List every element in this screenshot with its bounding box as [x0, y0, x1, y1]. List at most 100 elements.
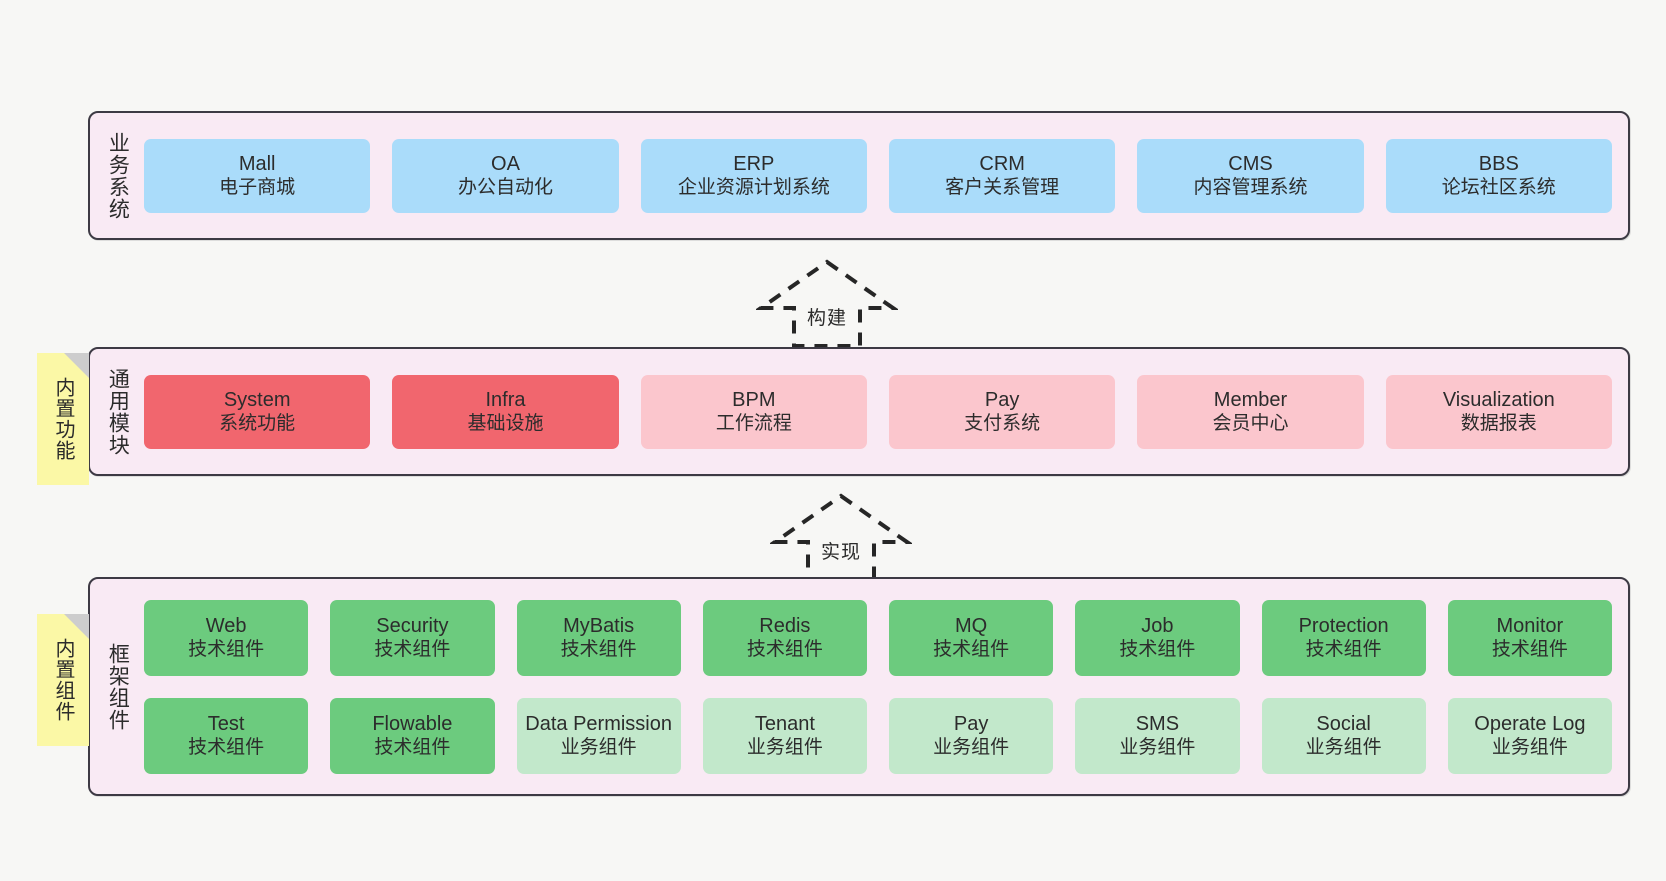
card-title: Mall	[238, 152, 276, 175]
card-title: Test	[207, 712, 245, 735]
card-subtitle: 业务组件	[1119, 737, 1196, 759]
component-card-infra[interactable]: Infra 基础设施	[392, 374, 619, 449]
card-title: OA	[491, 152, 520, 175]
card-title: Pay	[953, 712, 989, 735]
card-subtitle: 技术组件	[1119, 639, 1196, 661]
component-card-web[interactable]: Web 技术组件	[144, 599, 309, 676]
card-subtitle: 数据报表	[1460, 413, 1537, 435]
component-card-data-permission[interactable]: Data Permission 业务组件	[516, 697, 681, 774]
dashed-block-arrow-up-icon	[756, 259, 898, 348]
component-card-job[interactable]: Job 技术组件	[1075, 599, 1240, 676]
component-card-sms[interactable]: SMS 业务组件	[1075, 697, 1240, 774]
card-title: CRM	[979, 152, 1025, 175]
card-subtitle: 技术组件	[374, 737, 451, 759]
card-title: CMS	[1228, 152, 1273, 175]
card-title: SMS	[1135, 712, 1180, 735]
layer-framework-components: 框架组件 Web 技术组件 Security 技术组件 MyBatis 技术组件…	[88, 577, 1630, 796]
card-subtitle: 业务组件	[933, 737, 1010, 759]
layer-body-common-modules: System 系统功能 Infra 基础设施 BPM 工作流程 Pay 支付系统…	[144, 349, 1628, 474]
card-subtitle: 技术组件	[560, 639, 637, 661]
layer-title-business-systems: 业务系统	[106, 131, 130, 220]
component-card-mq[interactable]: MQ 技术组件	[889, 599, 1054, 676]
card-title: MQ	[955, 614, 988, 637]
card-title: Protection	[1298, 614, 1389, 637]
component-card-system[interactable]: System 系统功能	[144, 374, 371, 449]
sticky-note-label: 内置组件	[52, 638, 74, 722]
component-card-mybatis[interactable]: MyBatis 技术组件	[516, 599, 681, 676]
component-card-flowable[interactable]: Flowable 技术组件	[330, 697, 495, 774]
card-subtitle: 会员中心	[1212, 413, 1289, 435]
card-subtitle: 技术组件	[374, 639, 451, 661]
component-card-bpm[interactable]: BPM 工作流程	[640, 374, 867, 449]
component-card-member[interactable]: Member 会员中心	[1137, 374, 1364, 449]
card-title: Member	[1213, 388, 1288, 411]
component-card-crm[interactable]: CRM 客户关系管理	[888, 138, 1116, 213]
connector-label-build: 构建	[806, 308, 847, 329]
component-card-mall[interactable]: Mall 电子商城	[144, 138, 371, 213]
row: System 系统功能 Infra 基础设施 BPM 工作流程 Pay 支付系统…	[144, 374, 1612, 449]
card-title: BBS	[1478, 152, 1519, 175]
card-subtitle: 业务组件	[1491, 737, 1568, 759]
sticky-note-builtin-components: 内置组件	[37, 614, 89, 746]
card-title: ERP	[733, 152, 775, 175]
card-title: Tenant	[754, 712, 815, 735]
card-title: System	[223, 388, 291, 411]
card-subtitle: 论坛社区系统	[1441, 177, 1556, 199]
connector-label-implement: 实现	[820, 542, 861, 563]
layer-title-framework-components: 框架组件	[106, 642, 130, 731]
component-card-tenant[interactable]: Tenant 业务组件	[702, 697, 867, 774]
card-subtitle: 业务组件	[1305, 737, 1382, 759]
connector-arrow-build: 构建	[756, 258, 898, 350]
component-card-protection[interactable]: Protection 技术组件	[1261, 599, 1426, 676]
card-title: Web	[205, 614, 247, 637]
card-subtitle: 业务组件	[746, 737, 823, 759]
card-title: MyBatis	[563, 614, 635, 637]
card-title: Operate Log	[1474, 712, 1586, 735]
component-card-test[interactable]: Test 技术组件	[144, 697, 309, 774]
card-subtitle: 工作流程	[715, 413, 792, 435]
card-subtitle: 企业资源计划系统	[677, 177, 830, 199]
card-title: Social	[1316, 712, 1371, 735]
layer-business-systems: 业务系统 Mall 电子商城 OA 办公自动化 ERP 企业资源计划系统 CRM…	[88, 111, 1630, 240]
layer-body-framework-components: Web 技术组件 Security 技术组件 MyBatis 技术组件 Redi…	[144, 579, 1628, 794]
component-card-redis[interactable]: Redis 技术组件	[702, 599, 867, 676]
card-subtitle: 技术组件	[1305, 639, 1382, 661]
card-subtitle: 技术组件	[746, 639, 823, 661]
card-title: Infra	[485, 388, 526, 411]
card-subtitle: 业务组件	[560, 737, 637, 759]
component-card-visualization[interactable]: Visualization 数据报表	[1385, 374, 1612, 449]
layer-common-modules: 通用模块 System 系统功能 Infra 基础设施 BPM 工作流程 Pay…	[88, 347, 1630, 476]
card-title: Data Permission	[525, 712, 672, 735]
sticky-note-builtin-functions: 内置功能	[37, 353, 89, 485]
sticky-note-label: 内置功能	[52, 377, 74, 461]
component-card-operate-log[interactable]: Operate Log 业务组件	[1447, 697, 1612, 774]
component-card-security[interactable]: Security 技术组件	[330, 599, 495, 676]
component-card-pay-business[interactable]: Pay 业务组件	[889, 697, 1054, 774]
card-title: Monitor	[1496, 614, 1564, 637]
card-title: Job	[1141, 614, 1174, 637]
card-title: Flowable	[372, 712, 453, 735]
card-subtitle: 内容管理系统	[1193, 177, 1308, 199]
layer-body-business-systems: Mall 电子商城 OA 办公自动化 ERP 企业资源计划系统 CRM 客户关系…	[144, 113, 1628, 238]
card-subtitle: 技术组件	[188, 639, 265, 661]
component-card-erp[interactable]: ERP 企业资源计划系统	[640, 138, 867, 213]
component-card-cms[interactable]: CMS 内容管理系统	[1137, 138, 1364, 213]
component-card-social[interactable]: Social 业务组件	[1261, 697, 1426, 774]
component-card-pay[interactable]: Pay 支付系统	[888, 374, 1116, 449]
card-title: Visualization	[1442, 388, 1555, 411]
card-subtitle: 支付系统	[964, 413, 1041, 435]
card-subtitle: 技术组件	[188, 737, 265, 759]
card-subtitle: 技术组件	[933, 639, 1010, 661]
card-title: Pay	[984, 388, 1020, 411]
layer-title-common-modules: 通用模块	[106, 367, 130, 456]
component-card-oa[interactable]: OA 办公自动化	[392, 138, 619, 213]
card-title: Security	[376, 614, 449, 637]
component-card-bbs[interactable]: BBS 论坛社区系统	[1385, 138, 1612, 213]
component-card-monitor[interactable]: Monitor 技术组件	[1447, 599, 1612, 676]
card-subtitle: 基础设施	[467, 413, 544, 435]
row: Mall 电子商城 OA 办公自动化 ERP 企业资源计划系统 CRM 客户关系…	[144, 138, 1612, 213]
card-subtitle: 技术组件	[1491, 639, 1568, 661]
card-subtitle: 办公自动化	[457, 177, 553, 199]
connector-arrow-implement: 实现	[770, 492, 912, 584]
